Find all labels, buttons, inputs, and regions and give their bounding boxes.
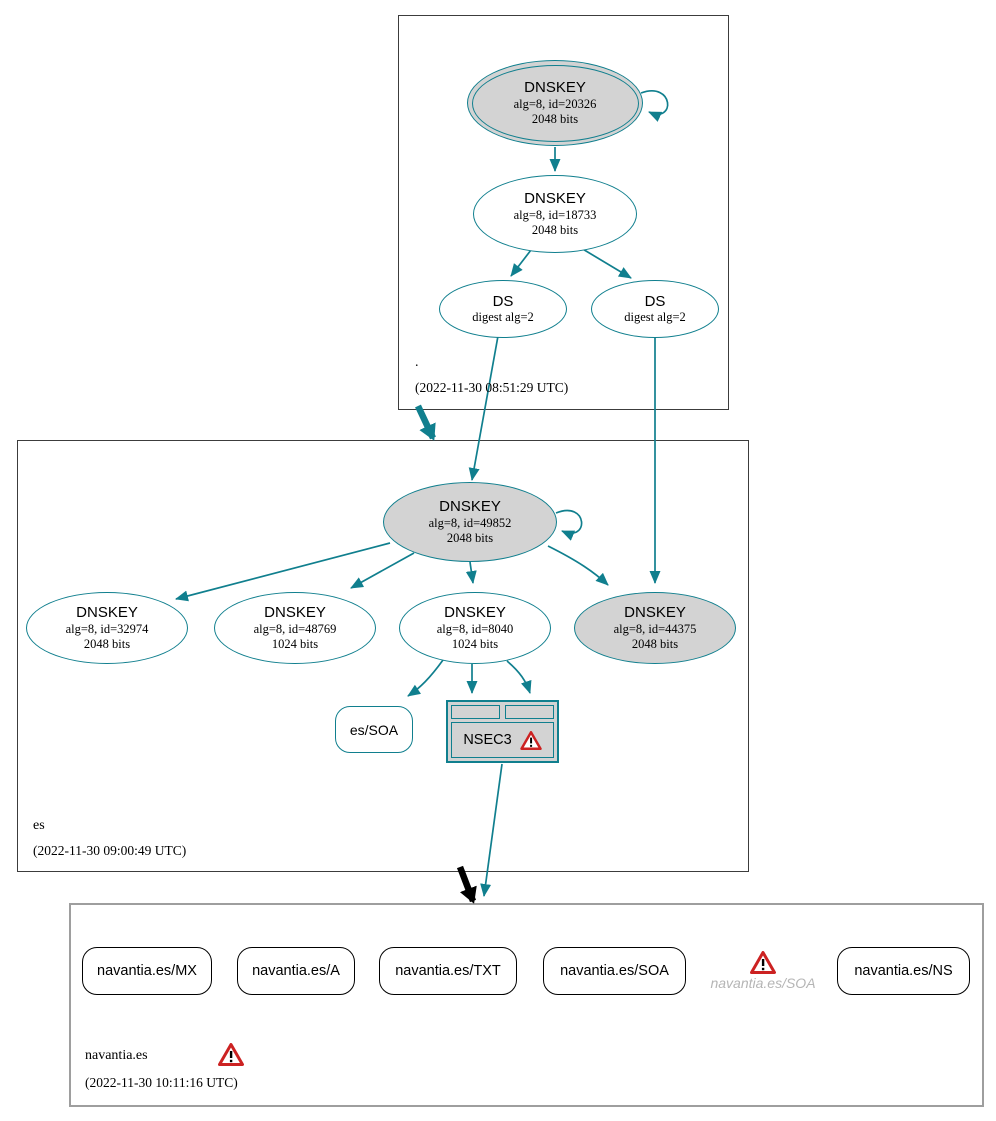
es-zone-timestamp: (2022-11-30 09:00:49 UTC) — [33, 843, 187, 858]
nsec3-cell — [451, 705, 500, 719]
dnskey-node-es-key2[interactable]: DNSKEY alg=8, id=48769 1024 bits — [214, 592, 376, 664]
nsec3-header-cells — [451, 705, 554, 719]
node-detail: 2048 bits — [446, 530, 494, 545]
node-title: DNSKEY — [624, 604, 686, 622]
node-detail: alg=8, id=20326 — [513, 96, 597, 111]
node-detail: alg=8, id=18733 — [513, 207, 597, 222]
warning-icon — [218, 1043, 244, 1066]
rrset-label: navantia.es/SOA — [710, 975, 816, 991]
node-detail: alg=8, id=32974 — [65, 621, 149, 636]
node-detail: alg=8, id=8040 — [436, 621, 514, 636]
node-detail: 2048 bits — [631, 636, 679, 651]
node-title: DNSKEY — [439, 498, 501, 516]
ds-node-left[interactable]: DS digest alg=2 — [439, 280, 567, 338]
node-detail: alg=8, id=49852 — [428, 515, 512, 530]
node-title: DS — [644, 292, 666, 310]
dnskey-node-root-zsk[interactable]: DNSKEY alg=8, id=18733 2048 bits — [473, 175, 637, 253]
nsec3-node[interactable]: NSEC3 — [446, 700, 559, 763]
node-detail: alg=8, id=44375 — [613, 621, 697, 636]
nsec3-cell — [505, 705, 554, 719]
nsec3-body: NSEC3 — [451, 722, 554, 758]
rrset-navantia-soa-error[interactable]: navantia.es/SOA — [700, 946, 826, 996]
node-title: DNSKEY — [524, 79, 586, 97]
navantia-zone-box — [69, 903, 984, 1107]
dnskey-node-es-key3[interactable]: DNSKEY alg=8, id=8040 1024 bits — [399, 592, 551, 664]
dnskey-node-es-key4[interactable]: DNSKEY alg=8, id=44375 2048 bits — [574, 592, 736, 664]
node-title: DNSKEY — [76, 604, 138, 622]
node-title: DNSKEY — [444, 604, 506, 622]
navantia-zone-label: navantia.es — [85, 1048, 148, 1063]
node-detail: 2048 bits — [531, 222, 579, 237]
node-title: DNSKEY — [264, 604, 326, 622]
rrset-navantia-txt[interactable]: navantia.es/TXT — [379, 947, 517, 995]
root-zone-timestamp: (2022-11-30 08:51:29 UTC) — [415, 380, 569, 395]
rrset-label: navantia.es/A — [252, 963, 340, 979]
warning-icon — [750, 951, 776, 974]
root-zone-box — [398, 15, 729, 410]
warning-icon — [519, 730, 542, 750]
node-title: DNSKEY — [524, 190, 586, 208]
nsec3-label: NSEC3 — [463, 732, 512, 748]
node-detail: 2048 bits — [531, 111, 579, 126]
rrset-navantia-soa[interactable]: navantia.es/SOA — [543, 947, 686, 995]
rrset-navantia-a[interactable]: navantia.es/A — [237, 947, 355, 995]
rrset-label: navantia.es/NS — [854, 963, 953, 979]
rrset-label: navantia.es/SOA — [560, 963, 669, 979]
rrset-label: navantia.es/TXT — [395, 963, 501, 979]
rrset-label: es/SOA — [349, 721, 399, 738]
dnskey-node-es-key1[interactable]: DNSKEY alg=8, id=32974 2048 bits — [26, 592, 188, 664]
rrset-navantia-mx[interactable]: navantia.es/MX — [82, 947, 212, 995]
rrset-label: navantia.es/MX — [97, 963, 197, 979]
es-zone-box — [17, 440, 749, 872]
navantia-zone-timestamp: (2022-11-30 10:11:16 UTC) — [85, 1075, 238, 1090]
root-zone-label: . — [415, 355, 419, 370]
rrset-navantia-ns[interactable]: navantia.es/NS — [837, 947, 970, 995]
es-zone-label: es — [33, 818, 45, 833]
node-detail: 1024 bits — [271, 636, 319, 651]
rrset-es-soa[interactable]: es/SOA — [335, 706, 413, 753]
node-detail: alg=8, id=48769 — [253, 621, 337, 636]
node-title: DS — [492, 292, 514, 310]
node-detail: digest alg=2 — [472, 310, 534, 325]
node-detail: 1024 bits — [451, 636, 499, 651]
dnskey-node-es-ksk[interactable]: DNSKEY alg=8, id=49852 2048 bits — [383, 482, 557, 562]
edge-root-es-delegation — [415, 404, 436, 441]
node-detail: digest alg=2 — [624, 310, 686, 325]
node-detail: 2048 bits — [83, 636, 131, 651]
dnskey-node-root-ksk[interactable]: DNSKEY alg=8, id=20326 2048 bits — [467, 60, 643, 146]
edge-es-navantia-delegation — [456, 865, 477, 904]
ds-node-right[interactable]: DS digest alg=2 — [591, 280, 719, 338]
